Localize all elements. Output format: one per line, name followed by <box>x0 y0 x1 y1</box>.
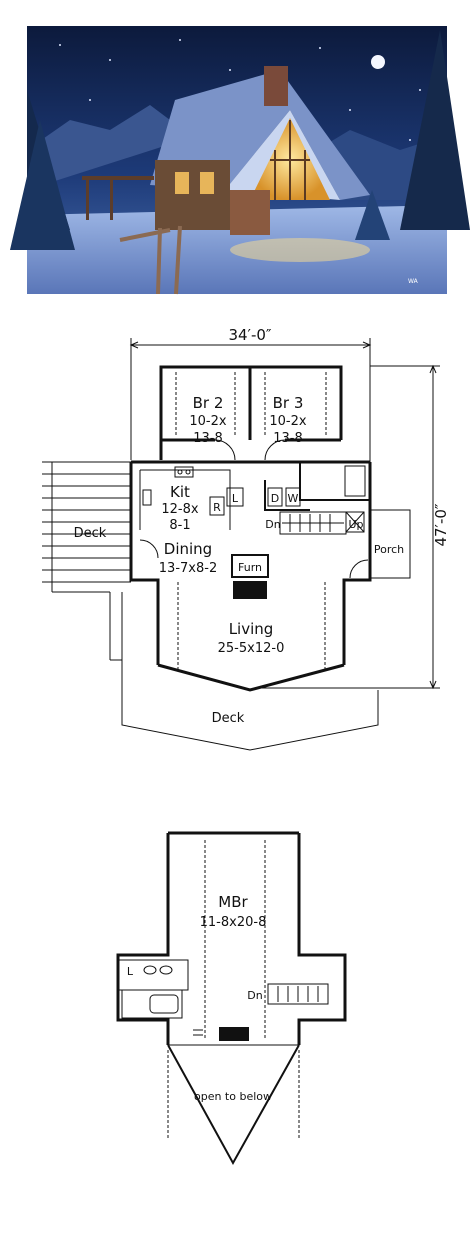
dining-dim: 13-7x8-2 <box>159 561 217 576</box>
laundry-w-label: W <box>288 492 299 505</box>
living-name: Living <box>229 620 274 638</box>
house-rendering-image: WA <box>10 26 470 295</box>
overall-width-label: 34′-0″ <box>228 326 271 344</box>
br2-dim1: 10-2x <box>189 414 227 429</box>
stairs-down-label: Dn <box>265 518 280 531</box>
br2-dim2: 13-8 <box>193 431 223 446</box>
artist-signature: WA <box>408 278 419 285</box>
br2-name: Br 2 <box>193 394 224 412</box>
mbr-name: MBr <box>218 893 248 911</box>
laundry-d-label: D <box>271 492 279 505</box>
kit-dim2: 8-1 <box>169 518 190 533</box>
upper-stairs-down-label: Dn <box>247 989 262 1002</box>
overall-depth-label: 47′-0″ <box>432 503 450 546</box>
front-deck <box>110 659 379 751</box>
fridge-label: R <box>213 501 221 514</box>
kitchen-linen-label: L <box>232 492 239 505</box>
br3-name: Br 3 <box>273 394 304 412</box>
dining-name: Dining <box>164 540 212 558</box>
furnace-label: Furn <box>238 561 262 574</box>
second-floor-plan <box>116 831 347 1166</box>
first-floor-labels: 34′-0″ 47′-0″ Br 2 10-2x 13-8 Br 3 10-2x… <box>74 326 450 726</box>
living-dim: 25-5x12-0 <box>218 641 285 656</box>
open-to-below-label: open to below <box>194 1090 272 1103</box>
kit-name: Kit <box>170 483 190 501</box>
br3-dim2: 13-8 <box>273 431 303 446</box>
second-floor-labels: MBr 11-8x20-8 Dn L open to below <box>127 893 272 1103</box>
bedroom-wing <box>159 365 343 460</box>
stairs-up-label: Up <box>348 518 363 531</box>
first-floor-plan <box>42 338 440 751</box>
br3-dim1: 10-2x <box>269 414 307 429</box>
side-deck-label: Deck <box>74 526 107 541</box>
mbr-dim: 11-8x20-8 <box>200 915 267 930</box>
porch-label: Porch <box>374 543 404 556</box>
depth-dimension <box>262 364 440 690</box>
front-deck-label: Deck <box>212 711 245 726</box>
chimney <box>264 66 288 106</box>
upper-linen-label: L <box>127 965 134 978</box>
side-deck <box>42 461 131 660</box>
kit-dim1: 12-8x <box>161 502 199 517</box>
moon-icon <box>371 55 385 69</box>
